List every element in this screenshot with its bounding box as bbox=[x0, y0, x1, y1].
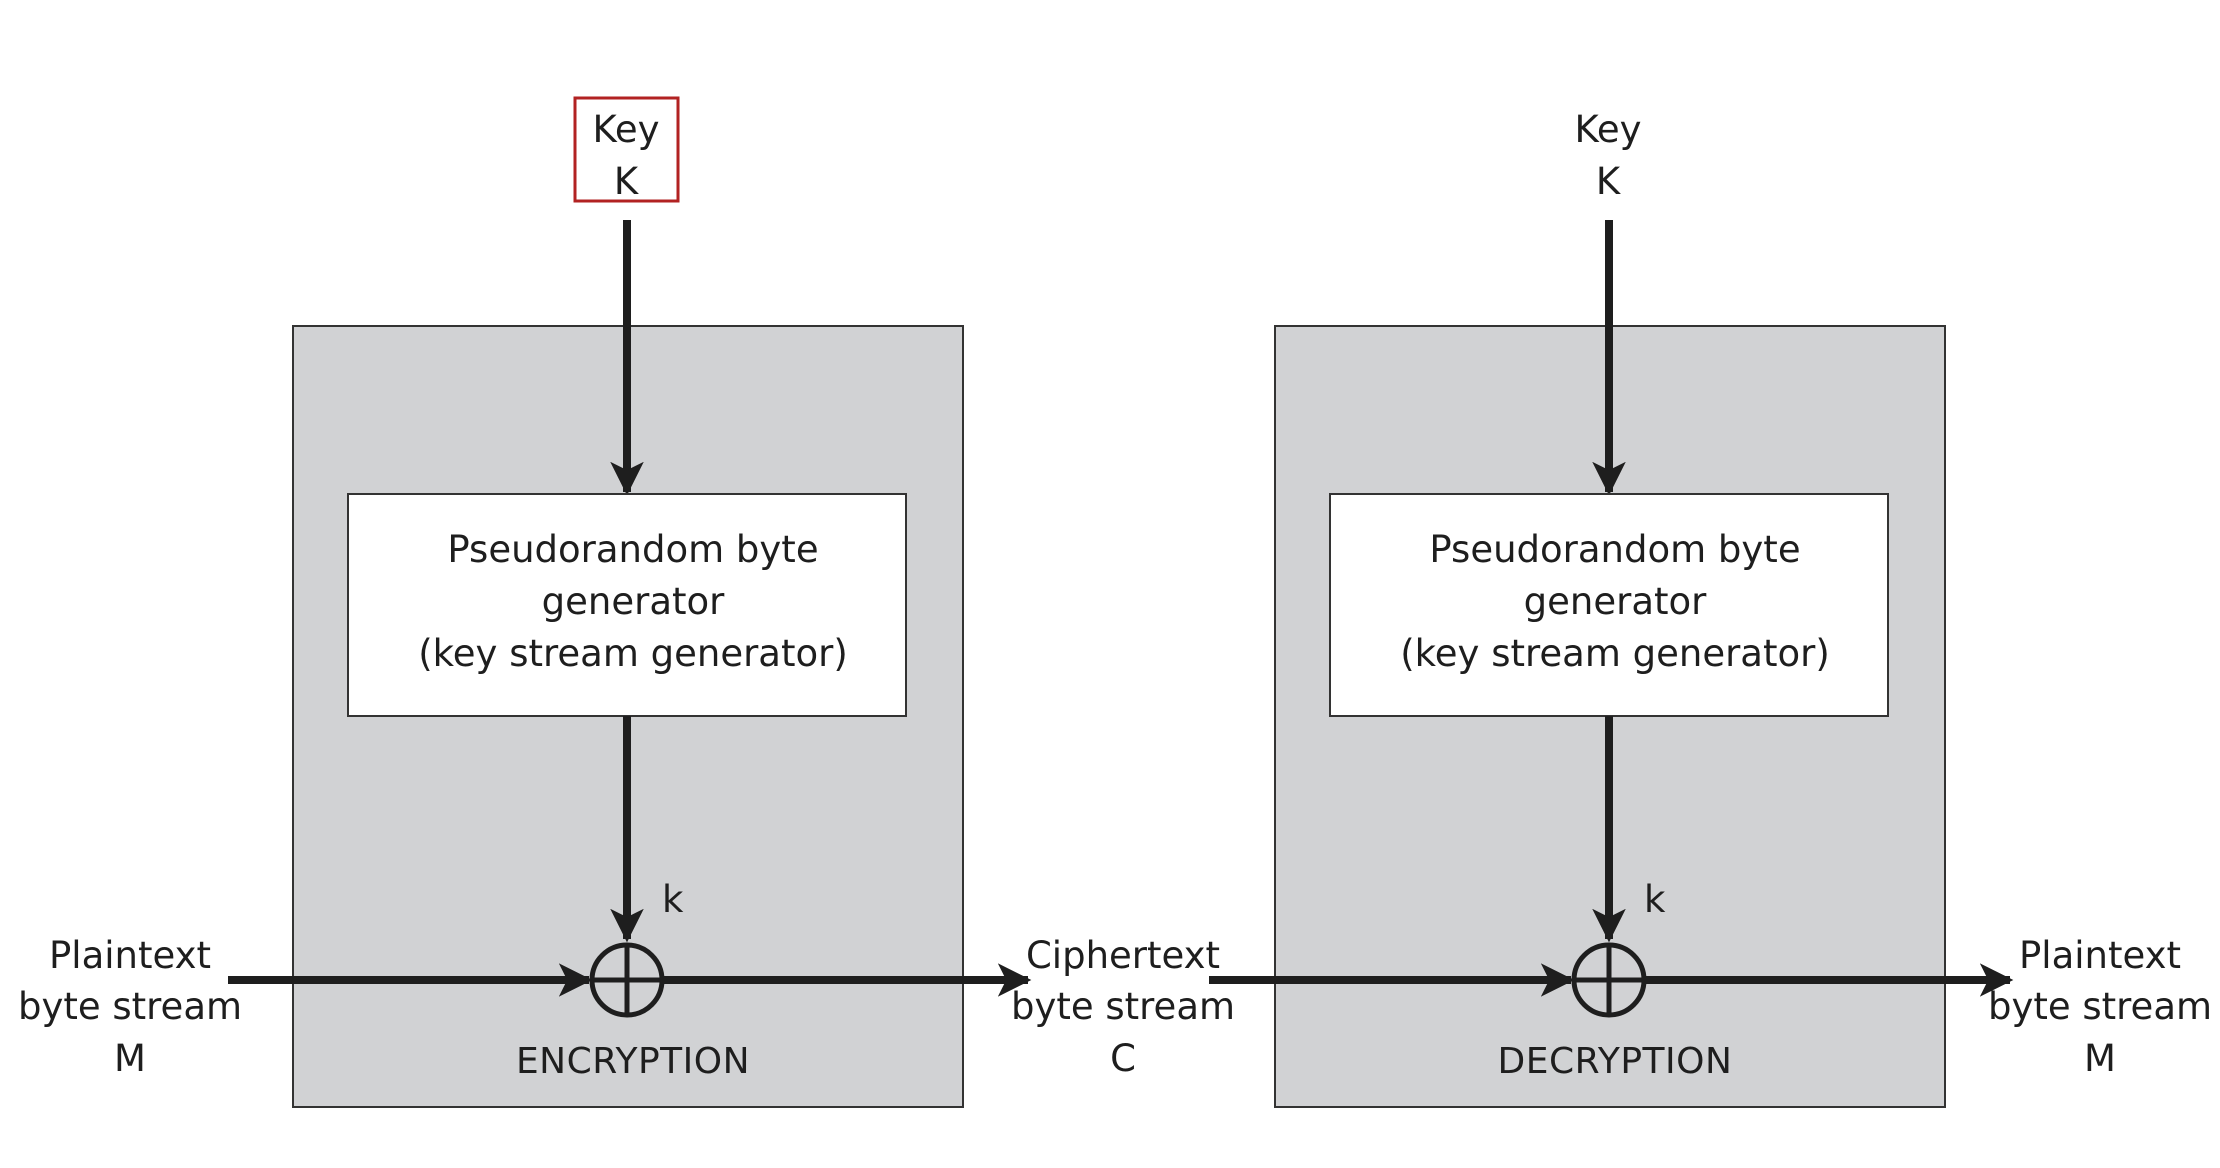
decryption-key-label: Key bbox=[1574, 108, 1641, 151]
encryption-generator-line2: generator bbox=[542, 580, 725, 623]
encryption-generator-line3: (key stream generator) bbox=[418, 632, 848, 675]
plaintext-output-line3: M bbox=[2084, 1037, 2116, 1080]
ciphertext-line2: byte stream bbox=[1011, 985, 1235, 1028]
ciphertext-line1: Ciphertext bbox=[1026, 934, 1220, 977]
decryption-section-label: DECRYPTION bbox=[1498, 1041, 1733, 1082]
encryption-keystream-label: k bbox=[662, 878, 684, 921]
ciphertext-line3: C bbox=[1110, 1037, 1136, 1080]
decryption-keystream-label: k bbox=[1644, 878, 1666, 921]
decryption-generator-line3: (key stream generator) bbox=[1400, 632, 1830, 675]
encryption-generator-box bbox=[347, 493, 907, 717]
encryption-key-symbol: K bbox=[614, 160, 640, 203]
decryption-generator-line1: Pseudorandom byte bbox=[1429, 528, 1800, 571]
plaintext-output-line2: byte stream bbox=[1988, 985, 2212, 1028]
decryption-generator-box bbox=[1329, 493, 1889, 717]
encryption-generator-line1: Pseudorandom byte bbox=[447, 528, 818, 571]
encryption-key-label: Key bbox=[592, 108, 659, 151]
plaintext-input-line3: M bbox=[114, 1037, 146, 1080]
decryption-generator-line2: generator bbox=[1524, 580, 1707, 623]
decryption-key-symbol: K bbox=[1596, 160, 1622, 203]
plaintext-input-line1: Plaintext bbox=[49, 934, 211, 977]
plaintext-input-line2: byte stream bbox=[18, 985, 242, 1028]
decryption-xor-icon bbox=[1571, 942, 1647, 1018]
plaintext-output-line1: Plaintext bbox=[2019, 934, 2181, 977]
encryption-section-label: ENCRYPTION bbox=[516, 1041, 750, 1082]
encryption-xor-icon bbox=[589, 942, 665, 1018]
encryption-key-highlight-box bbox=[573, 96, 680, 203]
